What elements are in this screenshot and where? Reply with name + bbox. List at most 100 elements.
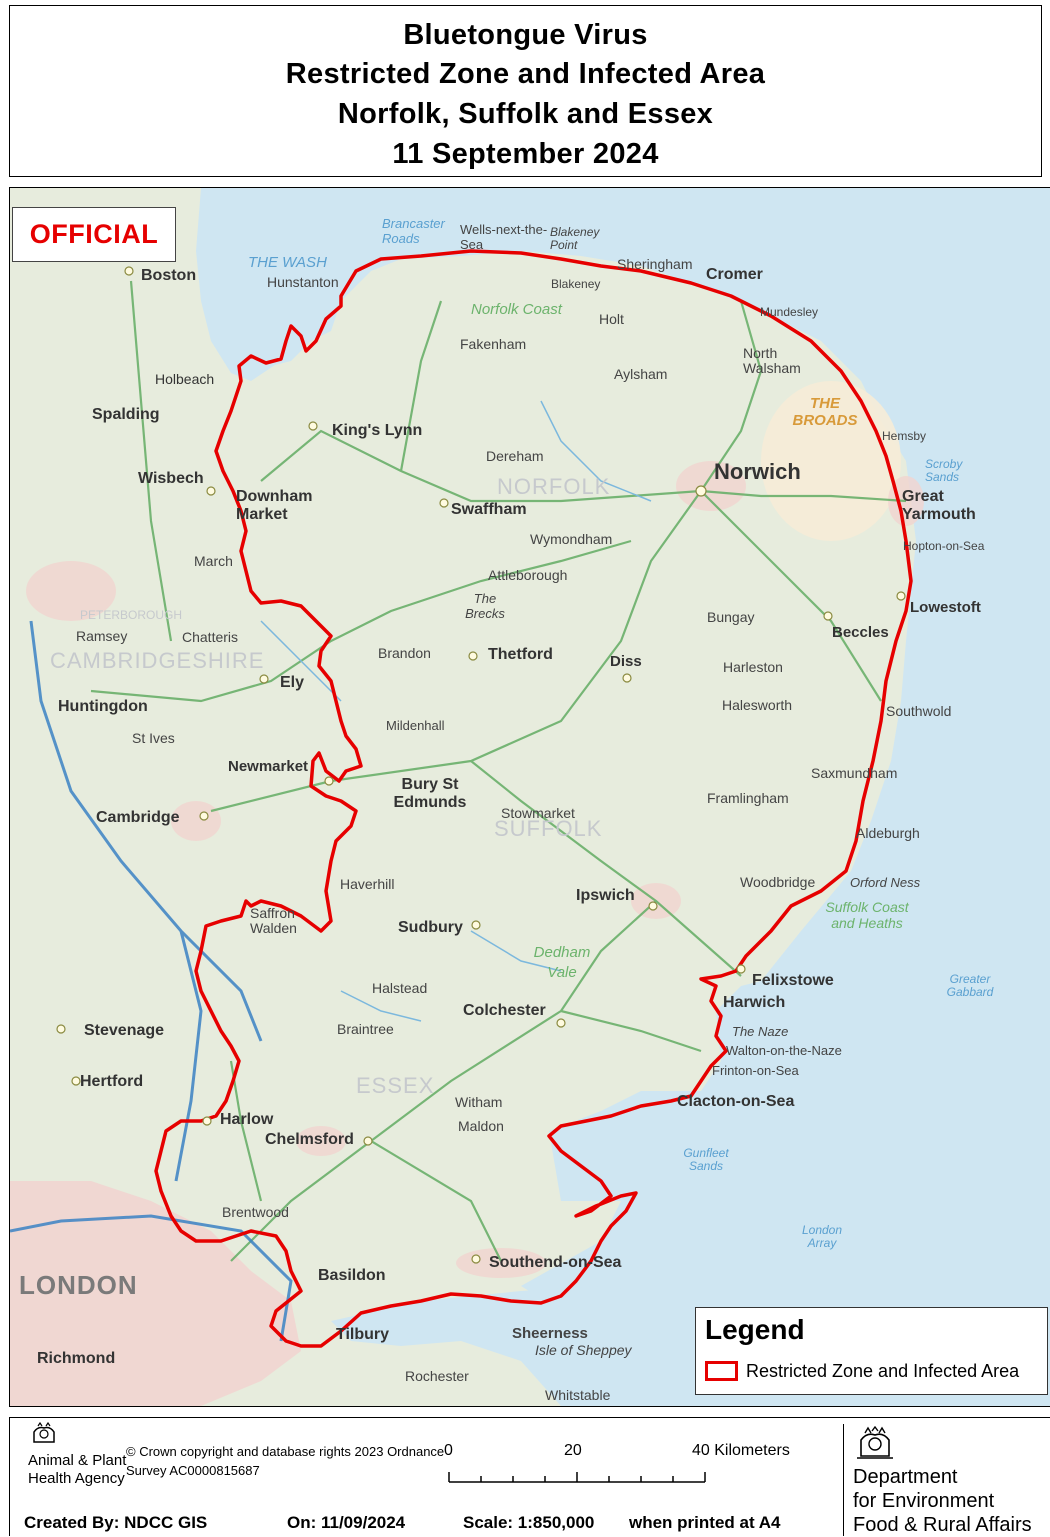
label-brandon: Brandon: [378, 645, 431, 661]
label-march: March: [194, 553, 233, 569]
london-urban: [10, 1181, 301, 1406]
label-richmond: Richmond: [37, 1350, 116, 1367]
label-haverhill: Haverhill: [340, 876, 395, 892]
created-by: Created By: NDCC GIS: [24, 1513, 208, 1532]
label-braintree: Braintree: [337, 1021, 394, 1037]
label-greater-gabbard: Greater Gabbard: [946, 972, 994, 999]
road-network: [90, 280, 907, 1262]
label-london: LONDON: [19, 1270, 138, 1300]
label-whitstable: Whitstable: [545, 1387, 611, 1403]
created-date: On: 11/09/2024: [287, 1513, 406, 1532]
label-cambridgeshire: CAMBRIDGESHIRE: [50, 648, 265, 673]
label-gunfleet: Gunfleet Sands: [683, 1146, 729, 1173]
label-wisbech: Wisbech: [138, 470, 204, 487]
print-size-note: when printed at A4: [629, 1513, 781, 1532]
label-the-brecks: The Brecks: [465, 591, 505, 621]
agency-name: Animal & Plant Health Agency: [28, 1452, 127, 1487]
label-ely: Ely: [280, 674, 305, 691]
rivers: [260, 400, 652, 1022]
label-norfolk: NORFOLK: [497, 474, 611, 499]
label-woodbridge: Woodbridge: [740, 874, 816, 890]
label-hunstanton: Hunstanton: [267, 274, 339, 290]
label-southwold: Southwold: [886, 703, 952, 719]
legend-label-restricted-zone: Restricted Zone and Infected Area: [746, 1361, 1020, 1381]
title-line-1: Bluetongue Virus: [403, 19, 648, 51]
label-chatteris: Chatteris: [182, 629, 239, 645]
label-aylsham: Aylsham: [614, 366, 668, 382]
label-southend: Southend-on-Sea: [489, 1254, 622, 1271]
label-london-array: London Array: [801, 1223, 843, 1250]
label-ramsey: Ramsey: [76, 628, 128, 644]
label-colchester: Colchester: [463, 1002, 546, 1019]
label-aldeburgh: Aldeburgh: [856, 825, 920, 841]
classification-badge: OFFICIAL: [12, 207, 176, 262]
title-box: Bluetongue Virus Restricted Zone and Inf…: [9, 5, 1042, 177]
defra-crest-icon: [857, 1426, 893, 1459]
label-maldon: Maldon: [458, 1118, 504, 1134]
label-boston: Boston: [141, 267, 197, 284]
restricted-zone-boundary: [154, 249, 913, 1348]
label-dedham: Dedham Vale: [533, 944, 591, 981]
legend-title: Legend: [705, 1314, 805, 1345]
label-stevenage: Stevenage: [84, 1022, 165, 1039]
label-basildon: Basildon: [318, 1267, 386, 1284]
label-harleston: Harleston: [723, 659, 783, 675]
defra-line-1: Department: [853, 1466, 958, 1488]
label-blakeney-point: Blakeney Point: [550, 225, 600, 252]
label-swaffham: Swaffham: [451, 501, 527, 518]
label-scroby: Scroby Sands: [925, 457, 963, 484]
town-markers: [56, 266, 906, 1264]
label-halesworth: Halesworth: [722, 697, 793, 713]
label-beccles: Beccles: [832, 624, 889, 641]
label-hemsby: Hemsby: [882, 429, 927, 443]
copyright-text: © Crown copyright and database rights 20…: [126, 1444, 445, 1478]
the-wash: [196, 188, 381, 381]
legend-swatch-restricted-zone: [705, 1361, 738, 1381]
peterborough-urban: [26, 561, 116, 621]
map-canvas: [10, 188, 1050, 1406]
label-sudbury: Sudbury: [398, 919, 463, 936]
label-cambridge: Cambridge: [96, 809, 180, 826]
label-diss: Diss: [610, 653, 642, 670]
north-sea: [221, 188, 1050, 1406]
label-great-yarmouth: Great Yarmouth: [902, 488, 976, 523]
label-holt: Holt: [599, 311, 624, 327]
label-lowestoft: Lowestoft: [910, 599, 981, 616]
label-peterborough: PETERBOROUGH: [80, 608, 183, 622]
label-hertford: Hertford: [80, 1073, 144, 1090]
label-saxmundham: Saxmundham: [811, 765, 898, 781]
label-stowmarket: Stowmarket: [501, 805, 575, 821]
label-framlingham: Framlingham: [707, 790, 789, 806]
apha-crest-icon: [33, 1422, 55, 1443]
chelmsford-urban: [296, 1126, 346, 1156]
label-chelmsford: Chelmsford: [265, 1131, 354, 1148]
label-thetford: Thetford: [488, 646, 553, 663]
label-dereham: Dereham: [486, 448, 544, 464]
thames-estuary: [331, 1286, 701, 1406]
label-mundesley: Mundesley: [760, 305, 819, 319]
label-harwich: Harwich: [723, 994, 786, 1011]
label-brentwood: Brentwood: [222, 1204, 289, 1220]
label-kings-lynn: King's Lynn: [332, 422, 423, 439]
label-the-wash: THE WASH: [248, 254, 327, 271]
scale-label-20: 20: [564, 1442, 582, 1459]
label-wells: Wells-next-the-Sea: [460, 222, 548, 252]
legend: Legend Restricted Zone and Infected Area: [695, 1307, 1048, 1395]
label-sheringham: Sheringham: [617, 256, 693, 272]
label-fakenham: Fakenham: [460, 336, 527, 352]
label-clacton: Clacton-on-Sea: [677, 1093, 795, 1110]
label-downham: Downham Market: [236, 488, 313, 523]
label-frinton: Frinton-on-Sea: [712, 1063, 799, 1078]
defra-line-2: for Environment: [853, 1490, 995, 1512]
label-tilbury: Tilbury: [336, 1326, 390, 1343]
footer: Animal & Plant Health Agency © Crown cop…: [9, 1417, 1050, 1536]
label-spalding: Spalding: [92, 406, 160, 423]
label-brancaster: Brancaster Roads: [382, 216, 445, 246]
label-the-broads: THE BROADS: [792, 395, 858, 429]
label-rochester: Rochester: [405, 1368, 469, 1384]
label-mildenhall: Mildenhall: [386, 718, 445, 733]
label-bury: Bury St Edmunds: [393, 776, 467, 811]
map-frame[interactable]: Boston Spalding Holbeach Wisbech King's …: [9, 187, 1050, 1407]
label-felixstowe: Felixstowe: [752, 972, 834, 989]
label-norwich: Norwich: [714, 459, 801, 484]
